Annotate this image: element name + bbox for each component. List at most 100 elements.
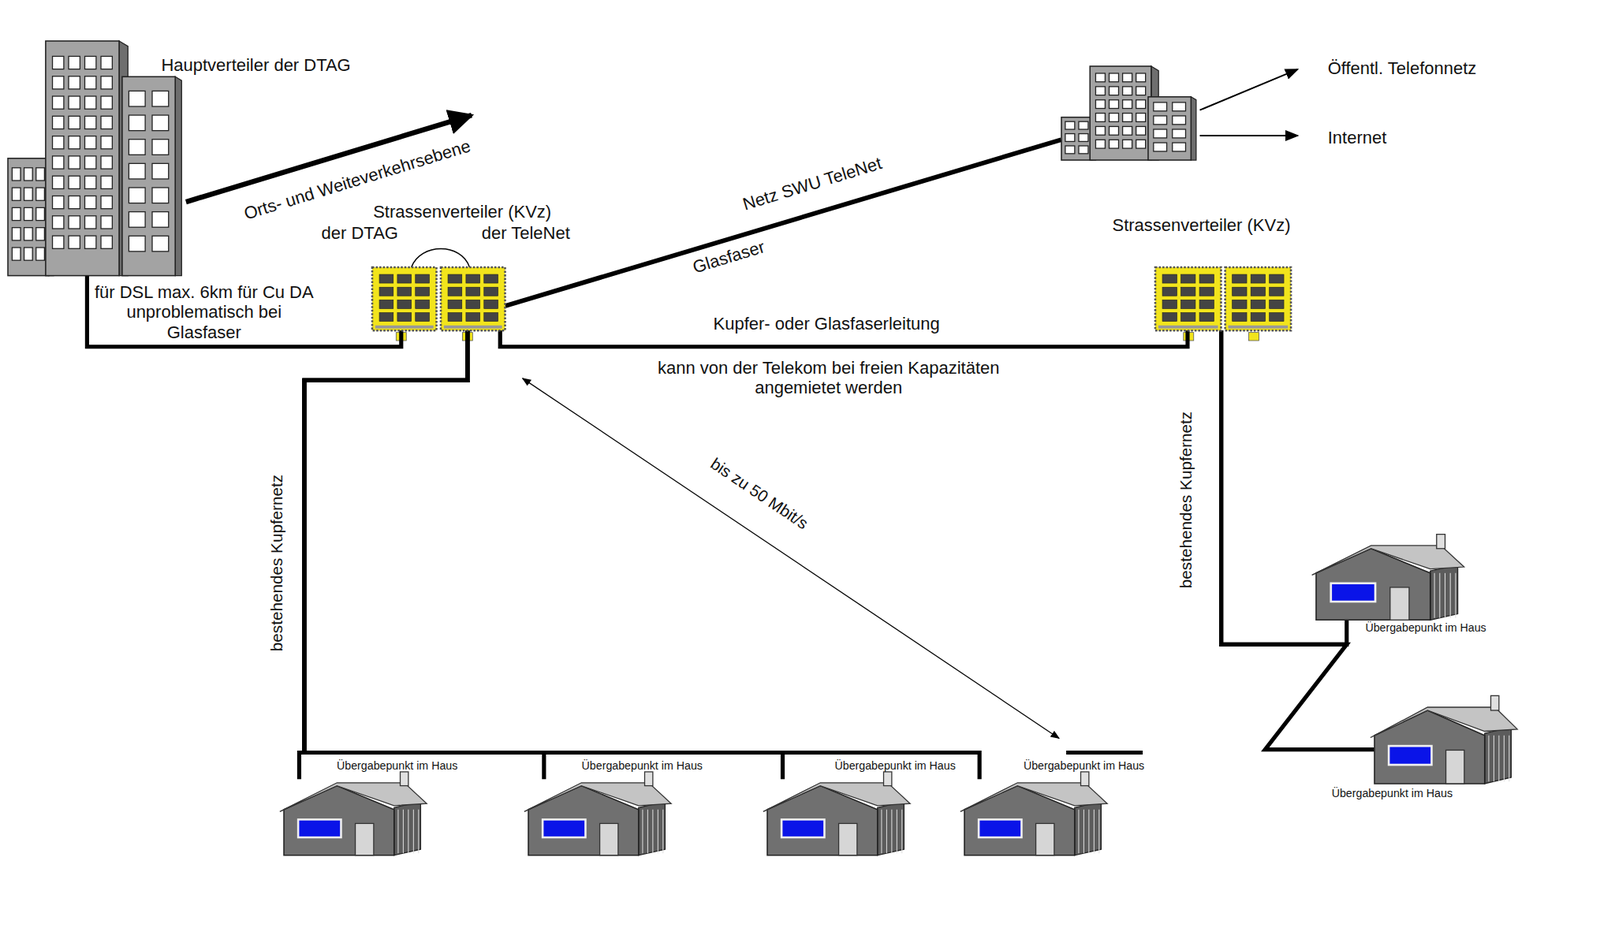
window — [1108, 86, 1119, 96]
window — [1122, 73, 1132, 83]
house-siding — [1434, 573, 1436, 619]
cabinet-slot — [447, 274, 463, 284]
window — [68, 115, 80, 129]
house: Übergabepunkt im Haus — [1316, 542, 1465, 620]
building-block — [7, 158, 49, 276]
window — [152, 115, 169, 131]
house-siding — [663, 809, 664, 853]
window — [68, 235, 80, 249]
window — [68, 55, 80, 69]
window — [68, 156, 80, 169]
window — [1122, 100, 1132, 109]
house-siding — [1498, 735, 1500, 782]
cabinet-slot — [1180, 287, 1195, 296]
cabinet-slot — [1232, 313, 1247, 322]
cabinet-body — [372, 267, 437, 331]
window — [68, 195, 80, 209]
window — [1108, 100, 1119, 109]
cabinet-slot — [379, 274, 394, 284]
window — [1135, 73, 1145, 83]
annotation: Glasfaser — [689, 236, 767, 278]
node-label: Übergabepunkt im Haus — [336, 759, 458, 773]
window — [85, 55, 97, 69]
house-side — [393, 801, 421, 855]
cable-clamp — [1249, 332, 1260, 341]
window — [85, 195, 97, 209]
window — [1171, 115, 1186, 125]
window — [1078, 134, 1089, 142]
house-window — [1331, 583, 1376, 602]
cabinet-slot — [1232, 299, 1247, 309]
window — [85, 156, 97, 169]
annotation: bis zu 50 Mbit/s — [707, 454, 812, 534]
cabinet-slot — [1180, 274, 1195, 284]
cabinet-slot — [1269, 313, 1284, 322]
edge-label: Kupfer- oder Glasfaserleitung — [713, 314, 940, 335]
house-door — [1035, 823, 1054, 855]
building-block — [1089, 66, 1152, 161]
window — [36, 167, 45, 181]
window — [52, 175, 64, 189]
cabinet-base — [1227, 325, 1288, 329]
cabinet-slot — [1250, 313, 1265, 322]
window — [1122, 113, 1132, 123]
window — [52, 96, 64, 109]
cabinet-slot — [466, 274, 481, 284]
window — [68, 96, 80, 109]
telenet-building — [1061, 66, 1200, 161]
house-window — [978, 819, 1022, 838]
cabinet-slot — [1232, 287, 1247, 296]
window — [1108, 139, 1119, 149]
cabinet-body — [1224, 267, 1291, 331]
cabinet-slot — [397, 299, 412, 309]
window — [1171, 102, 1186, 112]
house: Übergabepunkt im Haus — [283, 779, 427, 856]
street-cabinet: der TeleNet — [440, 267, 506, 331]
window — [129, 235, 146, 252]
cabinet-slot — [1250, 287, 1265, 296]
window — [1135, 100, 1145, 109]
window — [52, 235, 64, 249]
window — [85, 175, 97, 189]
house-siding — [891, 809, 892, 853]
house-roof — [1370, 707, 1518, 739]
house-picture — [964, 779, 1108, 856]
window — [12, 247, 22, 261]
window — [36, 187, 45, 201]
house-siding — [1077, 809, 1079, 853]
window — [1108, 126, 1119, 136]
cabinet-slot — [1162, 313, 1177, 322]
window — [1122, 126, 1132, 136]
window — [1171, 142, 1186, 152]
house-door — [839, 823, 858, 855]
cabinet-slot — [415, 313, 430, 322]
cabinet-slot — [1269, 299, 1284, 309]
cabinet-slot — [1162, 299, 1177, 309]
window — [36, 207, 45, 221]
window — [1078, 145, 1089, 154]
window — [1065, 134, 1075, 142]
range-arrow — [522, 378, 1060, 739]
edge-label: für DSL max. 6km für Cu DA unproblematis… — [92, 282, 317, 343]
node-label: Übergabepunkt im Haus — [834, 759, 955, 773]
window — [1065, 121, 1075, 130]
house-roof — [1312, 545, 1465, 576]
cable-line — [304, 330, 784, 780]
window — [1122, 86, 1132, 96]
house: Übergabepunkt im Haus — [964, 779, 1108, 856]
house-siding — [1503, 735, 1505, 782]
building-block — [1148, 96, 1191, 161]
cabinet-slot — [1180, 313, 1195, 322]
window — [1095, 86, 1105, 96]
cabinet-slot — [484, 274, 499, 284]
house-window — [781, 819, 825, 838]
house-siding — [642, 809, 644, 853]
node-label: der TeleNet — [481, 223, 571, 243]
telenet-building-picture — [1061, 66, 1200, 161]
cabinet-slot — [1250, 299, 1265, 309]
building-block — [45, 41, 120, 276]
window — [52, 216, 64, 229]
house-siding — [1439, 573, 1441, 619]
node-label: der DTAG — [321, 223, 399, 243]
window — [1108, 73, 1119, 83]
